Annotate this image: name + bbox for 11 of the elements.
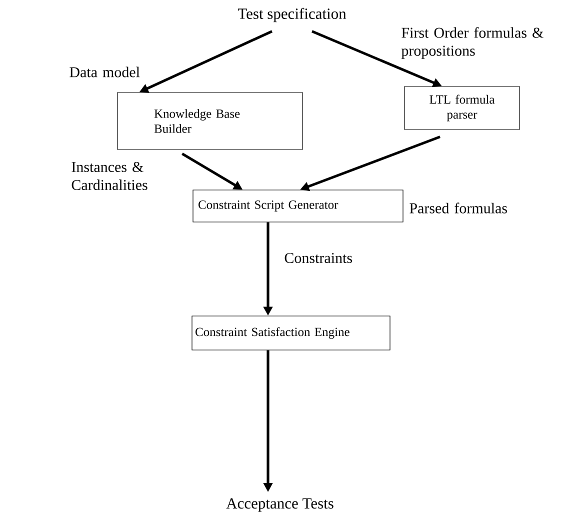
edge-label: Instances & Cardinalities — [72, 162, 148, 190]
edge-label: Constraints — [284, 252, 352, 264]
edge-label: Parsed formulas — [410, 202, 507, 214]
process-box: LTL formula parser — [404, 86, 520, 130]
terminal-label: Acceptance Tests — [226, 498, 334, 512]
edge-label: Data model — [70, 66, 140, 78]
process-box: Constraint Satisfaction Engine — [192, 316, 390, 350]
edge-label: First Order formulas & propositions — [401, 27, 544, 59]
process-box: Constraint Script Generator — [192, 190, 404, 222]
process-box: Knowledge Base Builder — [117, 92, 303, 150]
terminal-label: Test specification — [238, 8, 346, 22]
